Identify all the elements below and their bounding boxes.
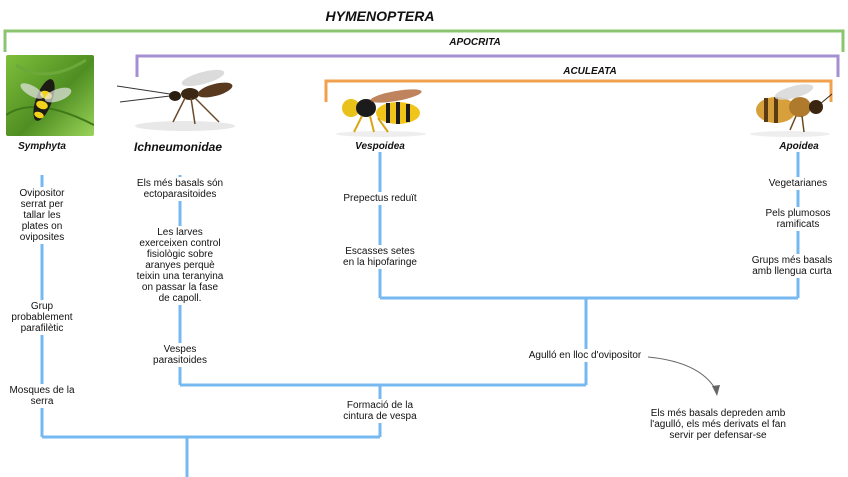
bee-image bbox=[742, 80, 838, 138]
apoidea-vegetarians-trait: Vegetarianes bbox=[756, 177, 840, 190]
taxon-symphyta: Symphyta bbox=[18, 141, 66, 152]
sting-trait: Agulló en lloc d'ovipositor bbox=[522, 349, 648, 362]
sting-note: Els més basals depreden amb l'agulló, el… bbox=[638, 407, 798, 442]
sting-arrow bbox=[647, 356, 717, 391]
apocrita-label: APOCRITA bbox=[449, 37, 501, 48]
taxon-ichneumonidae: Ichneumonidae bbox=[133, 140, 222, 154]
hymenoptera-bracket bbox=[3, 29, 845, 52]
vespoidea-prepectus-trait: Prepectus reduït bbox=[330, 192, 430, 205]
aculeata-label: ACULEATA bbox=[563, 66, 617, 77]
aculeata-bracket bbox=[324, 79, 833, 102]
vespoidea-setae-trait: Escasses setes en la hipofaringe bbox=[330, 245, 430, 269]
apocrita-bracket bbox=[135, 54, 840, 77]
ichneumonidae-basal-trait: Els més basals són ectoparasitoides bbox=[126, 177, 234, 201]
apoidea-basal-trait: Grups més basals amb llengua curta bbox=[740, 254, 844, 278]
vespid-wasp-image bbox=[326, 86, 436, 138]
taxon-vespoidea: Vespoidea bbox=[355, 141, 405, 152]
waist-trait: Formació de la cintura de vespa bbox=[332, 399, 428, 423]
sawfly-image bbox=[5, 55, 95, 136]
apoidea-hairs-trait: Pels plumosos ramificats bbox=[750, 207, 846, 231]
symphyta-group-trait: Grup probablement parafilètic bbox=[4, 300, 80, 335]
ichneumonidae-larvae-trait: Les larves exerceixen control fisiològic… bbox=[126, 226, 234, 305]
ichneumonidae-wasps-trait: Vespes parasitoides bbox=[140, 343, 220, 367]
sting-arrow-head bbox=[712, 385, 720, 396]
symphyta-ovipositor-trait: Ovipositor serrat per tallar les plates … bbox=[10, 187, 74, 244]
symphyta-sawflies-trait: Mosques de la serra bbox=[2, 384, 82, 408]
taxon-apoidea: Apoidea bbox=[779, 141, 819, 152]
ichneumon-wasp-image bbox=[115, 64, 245, 134]
hymenoptera-title: HYMENOPTERA bbox=[325, 8, 435, 24]
